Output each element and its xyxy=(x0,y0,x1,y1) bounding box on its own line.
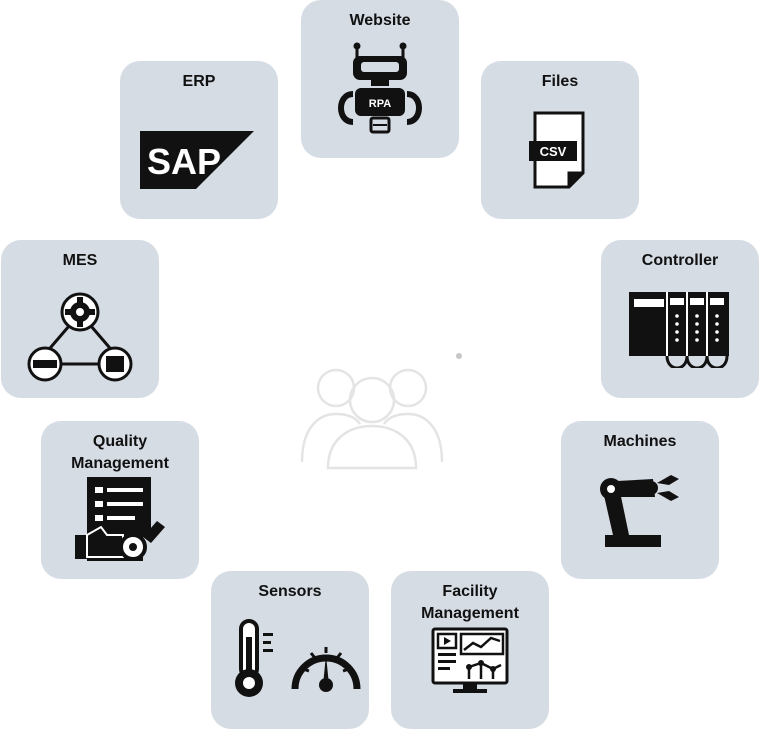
csv-file-icon: CSV xyxy=(529,111,585,189)
card-title: Quality Management xyxy=(71,433,169,472)
card-erp: ERP SAP xyxy=(120,61,278,219)
card-title: Sensors xyxy=(258,583,322,600)
card-facility-management: Facility Management xyxy=(391,571,549,729)
card-machines: Machines xyxy=(561,421,719,579)
card-title: Machines xyxy=(603,433,677,450)
sap-logo-text: SAP xyxy=(147,141,221,182)
rpa-badge: RPA xyxy=(369,98,391,110)
card-website: Website RPA xyxy=(301,0,459,158)
card-controller: Controller xyxy=(601,240,759,398)
card-title: Files xyxy=(541,73,579,90)
robot-arm-icon xyxy=(600,475,679,547)
users-icon xyxy=(300,368,444,470)
dashboard-monitor-icon xyxy=(431,627,509,693)
card-quality-management: Quality Management xyxy=(41,421,199,579)
gauge-icon xyxy=(291,647,361,692)
robot-icon: RPA xyxy=(338,42,422,134)
card-sensors: Sensors xyxy=(211,571,369,729)
thermometer-icon xyxy=(235,619,273,697)
card-title: ERP xyxy=(182,73,216,90)
card-mes: MES xyxy=(1,240,159,398)
csv-badge: CSV xyxy=(540,144,567,159)
center-dot xyxy=(456,353,462,359)
card-title: MES xyxy=(62,252,98,269)
card-title: Facility Management xyxy=(421,583,519,622)
sap-logo: SAP xyxy=(140,131,254,189)
card-files: Files CSV xyxy=(481,61,639,219)
plc-icon xyxy=(629,292,729,368)
card-title: Controller xyxy=(641,252,719,269)
card-title: Website xyxy=(349,12,411,29)
process-network-icon xyxy=(27,292,133,382)
quality-checklist-icon xyxy=(75,477,165,561)
